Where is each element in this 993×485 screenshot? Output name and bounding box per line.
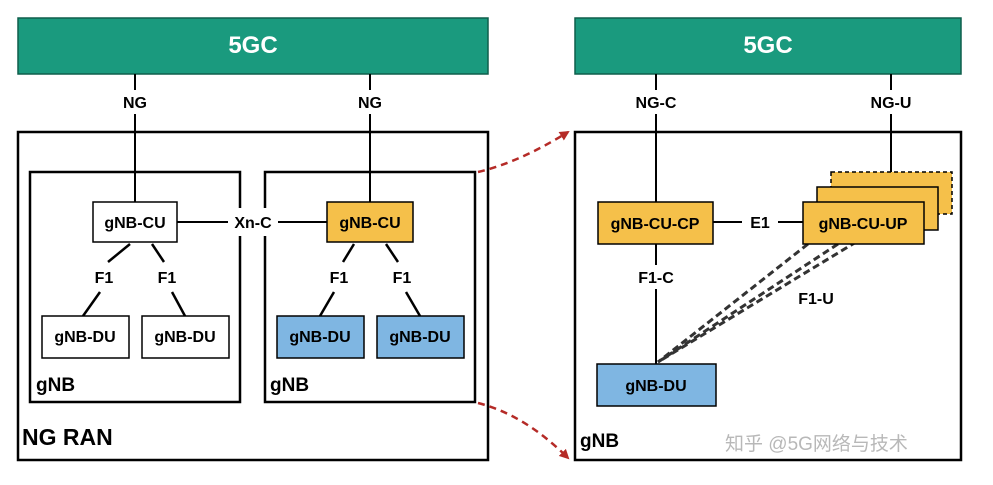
gnb-du-right-label: gNB-DU	[625, 378, 686, 395]
right-5gc-bar	[574, 17, 962, 75]
f1-u-line-3	[657, 234, 867, 364]
gnb-box-left	[28, 170, 242, 404]
f1-line-r2a	[384, 243, 400, 263]
zoom-arrow-top	[477, 130, 570, 174]
gnb-du-left-1	[41, 315, 130, 359]
gnb-cu-right	[326, 201, 414, 243]
ng-ran-label: NG RAN	[22, 424, 113, 450]
gnb-du-right-1	[276, 315, 365, 359]
xn-c-label: Xn-C	[234, 215, 272, 232]
gnb-cu-up	[802, 201, 925, 245]
ng-label-2: NG	[358, 95, 382, 112]
f1-line-r2b	[404, 291, 422, 317]
ng-label-1: NG	[123, 95, 147, 112]
f1-line-l1a	[107, 243, 131, 263]
gnb-du-right-2-label: gNB-DU	[389, 329, 450, 346]
f1-line-r1b	[318, 291, 336, 317]
right-gnb-corner-label: gNB	[580, 431, 619, 452]
gnb-cu-left	[92, 201, 178, 243]
e1-label: E1	[750, 215, 770, 232]
left-5gc-label: 5GC	[228, 32, 277, 59]
gnb-du-left-2-label: gNB-DU	[154, 329, 215, 346]
zoom-arrow-bottom	[477, 401, 570, 460]
gnb-du-right-1-label: gNB-DU	[289, 329, 350, 346]
left-5gc-bar	[17, 17, 489, 75]
watermark: 知乎 @5G网络与技术	[725, 433, 908, 455]
f1-label-left-1: F1	[95, 270, 114, 287]
f1-c-label: F1-C	[638, 270, 674, 287]
gnb-corner-label-right: gNB	[270, 375, 309, 396]
gnb-cu-up-label: gNB-CU-UP	[819, 216, 908, 233]
gnb-cu-cp-label: gNB-CU-CP	[611, 216, 700, 233]
f1-u-line-2	[657, 242, 839, 364]
ng-ran-box	[16, 130, 490, 462]
gnb-du-right-2	[376, 315, 465, 359]
gnb-cu-cp	[597, 201, 714, 245]
f1-label-left-2: F1	[158, 270, 177, 287]
gnb-cu-left-label: gNB-CU	[104, 215, 165, 232]
f1-u-label: F1-U	[798, 291, 834, 308]
gnb-du-left-2	[141, 315, 230, 359]
ng-u-label: NG-U	[871, 95, 912, 112]
gnb-cu-right-label: gNB-CU	[339, 215, 400, 232]
right-5gc-label: 5GC	[743, 32, 792, 59]
f1-label-right-2: F1	[393, 270, 412, 287]
f1-line-r1a	[341, 243, 356, 263]
gnb-du-right	[596, 363, 717, 407]
f1-line-l2a	[150, 243, 166, 263]
right-gnb-box	[573, 130, 963, 462]
gnb-corner-label-left: gNB	[36, 375, 75, 396]
ng-c-label: NG-C	[636, 95, 677, 112]
gnb-du-left-1-label: gNB-DU	[54, 329, 115, 346]
f1-label-right-1: F1	[330, 270, 349, 287]
gnb-box-right	[263, 170, 477, 404]
f1-line-l1b	[81, 291, 102, 317]
f1-line-l2b	[170, 291, 187, 317]
f1-u-line-1	[657, 242, 809, 364]
